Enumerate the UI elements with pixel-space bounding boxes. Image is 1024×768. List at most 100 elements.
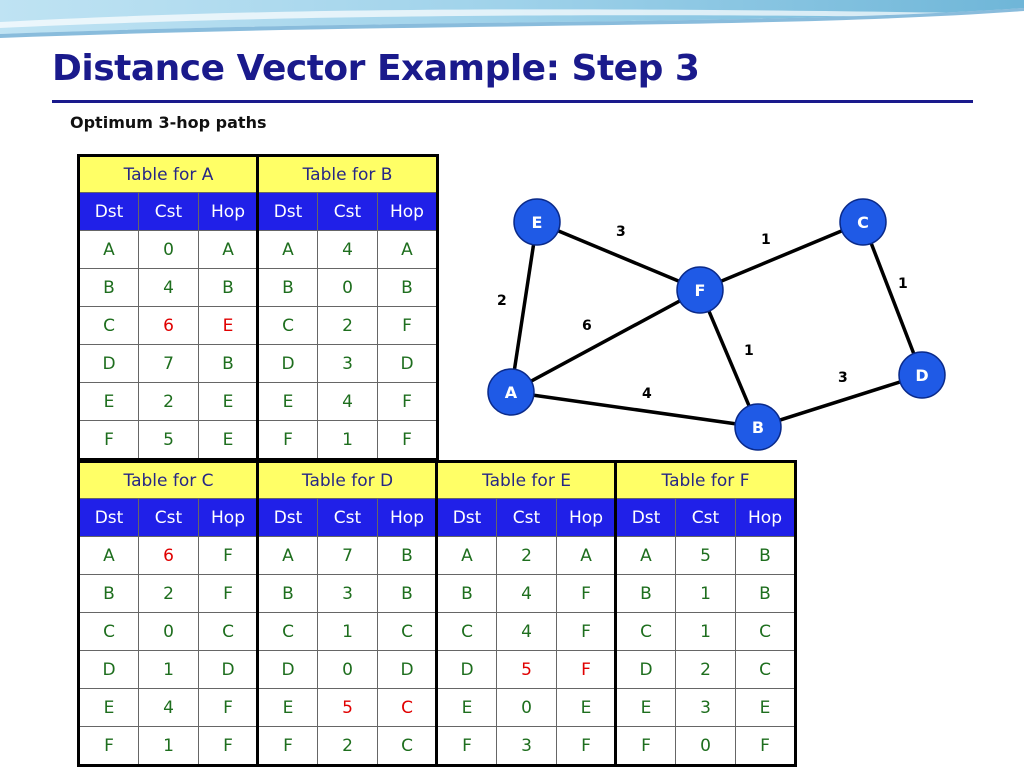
hop-cell: B bbox=[734, 574, 797, 613]
dst-cell: E bbox=[78, 688, 139, 727]
column-header-dst: Dst bbox=[78, 192, 139, 231]
column-header-hop: Hop bbox=[197, 192, 260, 231]
cost-cell-updated: 5 bbox=[496, 650, 557, 689]
table-caption: Table for C bbox=[77, 461, 260, 499]
dst-cell: B bbox=[257, 574, 318, 613]
column-header-dst: Dst bbox=[436, 498, 497, 537]
table-caption: Table for A bbox=[77, 155, 260, 193]
slide-subtitle: Optimum 3-hop paths bbox=[70, 113, 267, 132]
cost-cell-updated: 6 bbox=[138, 536, 199, 575]
dst-cell: F bbox=[78, 726, 139, 766]
hop-cell: C bbox=[376, 726, 439, 766]
hop-cell: B bbox=[734, 536, 797, 575]
column-header-hop: Hop bbox=[377, 192, 438, 231]
column-header-dst: Dst bbox=[615, 498, 676, 537]
edge-weight-e-a: 2 bbox=[497, 293, 507, 309]
column-header-dst: Dst bbox=[78, 498, 139, 537]
column-header-cst: Cst bbox=[138, 192, 199, 231]
dst-cell: B bbox=[436, 574, 497, 613]
node-b: B bbox=[734, 403, 782, 451]
dst-cell: D bbox=[615, 650, 676, 689]
column-header-hop: Hop bbox=[555, 498, 618, 537]
node-d: D bbox=[898, 351, 946, 399]
edge-weights: 3 1 1 2 6 1 3 4 bbox=[497, 224, 908, 402]
network-graph: 3 1 1 2 6 1 3 4 E C F D A B bbox=[487, 198, 946, 451]
cost-cell: 7 bbox=[138, 344, 199, 383]
cost-cell: 3 bbox=[317, 574, 378, 613]
column-header-dst: Dst bbox=[257, 192, 318, 231]
dst-cell: B bbox=[78, 574, 139, 613]
dst-cell: F bbox=[257, 726, 318, 766]
cost-cell: 5 bbox=[138, 420, 199, 460]
dst-cell: D bbox=[78, 344, 139, 383]
dst-cell: E bbox=[78, 382, 139, 421]
cost-cell: 1 bbox=[138, 726, 199, 766]
node-label-e: E bbox=[532, 213, 543, 232]
node-label-f: F bbox=[695, 281, 706, 300]
cost-cell: 5 bbox=[675, 536, 736, 575]
hop-cell: C bbox=[197, 612, 260, 651]
dst-cell: A bbox=[436, 536, 497, 575]
dst-cell: C bbox=[257, 612, 318, 651]
node-label-b: B bbox=[752, 418, 764, 437]
node-f: F bbox=[676, 266, 724, 314]
hop-cell: B bbox=[377, 268, 438, 307]
cost-cell: 0 bbox=[138, 612, 199, 651]
graph-edges bbox=[509, 220, 924, 429]
edge-e-f bbox=[536, 220, 701, 292]
column-header-hop: Hop bbox=[197, 498, 260, 537]
cost-cell: 4 bbox=[138, 268, 199, 307]
node-label-c: C bbox=[857, 213, 869, 232]
dst-cell: A bbox=[257, 230, 318, 269]
hop-cell: A bbox=[555, 536, 618, 575]
edge-c-d bbox=[861, 221, 924, 376]
title-underline bbox=[52, 100, 973, 103]
cost-cell: 0 bbox=[138, 230, 199, 269]
hop-cell: F bbox=[197, 574, 260, 613]
hop-cell: F bbox=[555, 574, 618, 613]
dst-cell: B bbox=[257, 268, 318, 307]
dst-cell: E bbox=[615, 688, 676, 727]
cost-cell: 1 bbox=[317, 612, 378, 651]
edge-f-c bbox=[699, 220, 864, 292]
slide-title: Distance Vector Example: Step 3 bbox=[52, 48, 700, 89]
hop-cell: A bbox=[197, 230, 260, 269]
cost-cell: 0 bbox=[317, 268, 378, 307]
cost-cell: 1 bbox=[675, 574, 736, 613]
hop-cell: B bbox=[197, 344, 260, 383]
cost-cell-updated: 6 bbox=[138, 306, 199, 345]
cost-cell: 3 bbox=[317, 344, 378, 383]
cost-cell: 0 bbox=[317, 650, 378, 689]
node-e: E bbox=[513, 198, 561, 246]
column-header-cst: Cst bbox=[138, 498, 199, 537]
hop-cell: F bbox=[555, 726, 618, 766]
node-label-a: A bbox=[505, 383, 518, 402]
dst-cell: F bbox=[257, 420, 318, 460]
column-header-hop: Hop bbox=[734, 498, 797, 537]
dst-cell: C bbox=[78, 306, 139, 345]
edge-e-a bbox=[509, 221, 539, 393]
hop-cell: F bbox=[197, 688, 260, 727]
cost-cell-updated: 5 bbox=[317, 688, 378, 727]
column-header-hop: Hop bbox=[376, 498, 439, 537]
hop-cell: C bbox=[376, 612, 439, 651]
cost-cell: 2 bbox=[138, 574, 199, 613]
cost-cell: 2 bbox=[496, 536, 557, 575]
cost-cell: 4 bbox=[496, 612, 557, 651]
